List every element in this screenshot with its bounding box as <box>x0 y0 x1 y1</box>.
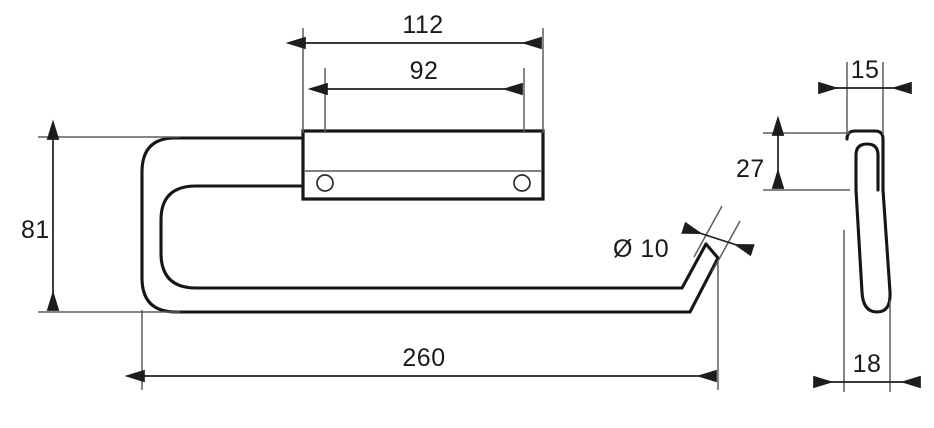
side-bracket-outer <box>845 129 885 192</box>
mounting-plate <box>301 129 545 201</box>
dim-label-112: 112 <box>402 11 443 39</box>
front-view: 112 92 81 260 Ø 10 <box>21 11 755 390</box>
dim-label-18: 18 <box>853 350 882 378</box>
tube-end-cap <box>704 242 720 260</box>
tube-inner-contour <box>159 184 708 290</box>
side-bracket-inner <box>854 142 880 192</box>
dim-label-81: 81 <box>21 216 50 244</box>
dim-label-260: 260 <box>402 344 445 372</box>
dim-line-dia <box>681 221 755 257</box>
dim-label-15: 15 <box>851 56 880 84</box>
side-tube-loop <box>854 188 892 314</box>
ext-line-dia-b <box>711 220 741 273</box>
mounting-hole-left <box>316 174 334 192</box>
dim-label-92: 92 <box>410 57 439 85</box>
side-view: 15 27 18 <box>736 56 921 392</box>
mounting-hole-right <box>513 174 531 192</box>
dim-label-27: 27 <box>736 155 765 183</box>
ext-line-dia-a <box>693 205 723 258</box>
dim-label-diameter: Ø 10 <box>613 235 669 263</box>
